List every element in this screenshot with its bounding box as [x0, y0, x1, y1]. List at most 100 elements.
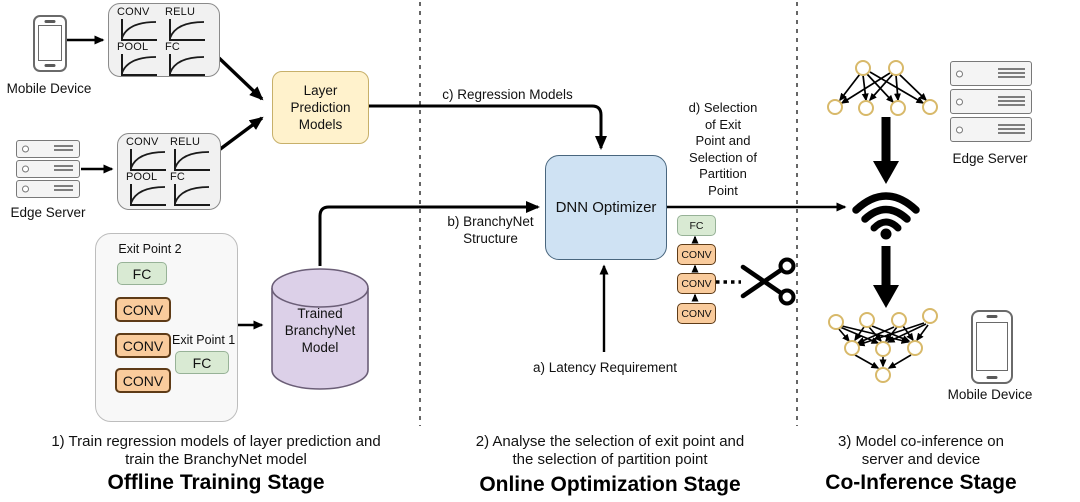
trained-model-line: Trained: [297, 306, 343, 321]
label-d-selection: d) Selection of Exit Point and Selection…: [663, 100, 783, 199]
partition-fc-box: FC: [677, 215, 716, 236]
label-b-branchynet-structure: b) BranchyNet Structure: [428, 213, 553, 247]
edge-server-label-right: Edge Server: [952, 151, 1028, 166]
profile-cell-fc: FC: [165, 42, 213, 77]
latency-curve-icon: [169, 19, 205, 41]
label-d-line: Selection of: [689, 149, 757, 165]
profile-cell-conv: CONV: [126, 137, 170, 172]
server-unit: [950, 117, 1032, 142]
mobile-device-label-right: Mobile Device: [947, 387, 1033, 402]
exit-point-1-label: Exit Point 1: [172, 333, 236, 347]
profile-label-pool: POOL: [117, 41, 149, 53]
profile-label-pool: POOL: [126, 171, 158, 183]
profile-cell-pool: POOL: [126, 172, 170, 207]
arrow-profile2-to-lpm: [217, 116, 264, 152]
label-a-latency-requirement: a) Latency Requirement: [532, 360, 678, 375]
partition-conv-box: CONV: [677, 273, 716, 294]
arrow-c-regression-models: [369, 104, 607, 150]
trained-model-line: BranchyNet: [284, 323, 356, 338]
latency-curve-icon: [130, 184, 166, 206]
mobile-device-label: Mobile Device: [6, 81, 92, 96]
arrow-server-model-to-wifi: [873, 117, 899, 184]
exit-point-2-label: Exit Point 2: [118, 242, 182, 256]
server-unit: [16, 180, 80, 198]
device-model-network-icon: [828, 308, 938, 383]
scissors-icon: [740, 257, 796, 306]
caption-line: 2) Analyse the selection of exit point a…: [475, 433, 745, 450]
layer-profile-box-mobile: CONV RELU POOL FC: [108, 3, 220, 77]
profile-cell-conv: CONV: [117, 7, 165, 42]
caption-line: 3) Model co-inference on: [838, 433, 1004, 450]
mobile-device-icon: [33, 15, 67, 72]
profile-cell-pool: POOL: [117, 42, 165, 77]
layer-profile-box-server: CONV RELU POOL FC: [117, 133, 221, 210]
phone-speaker: [986, 315, 998, 318]
edge-server-icon: [16, 140, 80, 200]
layer-prediction-models-line: Layer: [303, 83, 338, 98]
server-unit: [16, 140, 80, 158]
profile-label-relu: RELU: [165, 6, 196, 18]
server-unit: [16, 160, 80, 178]
layer-prediction-models-line: Prediction: [290, 100, 351, 115]
coinference-caption: 3) Model co-inference on server and devi…: [810, 433, 1032, 468]
dnn-optimizer-box: DNN Optimizer: [545, 155, 667, 260]
server-model-network-icon: [827, 60, 938, 116]
caption-line: the selection of partition point: [512, 450, 708, 468]
branchynet-fc-exit2-box: FC: [117, 262, 167, 285]
profile-label-conv: CONV: [126, 136, 159, 148]
latency-curve-icon: [169, 54, 205, 76]
label-b-line: Structure: [463, 231, 518, 246]
edge-server-icon-right: [950, 61, 1032, 145]
latency-curve-icon: [121, 54, 157, 76]
profile-label-fc: FC: [170, 171, 186, 183]
profile-cell-relu: RELU: [170, 137, 214, 172]
partition-conv-box: CONV: [677, 303, 716, 324]
wifi-icon: [852, 192, 920, 240]
edge-server-label: Edge Server: [10, 205, 86, 220]
phone-speaker: [44, 20, 56, 23]
caption-line: 1) Train regression models of layer pred…: [51, 433, 381, 450]
label-c-regression-models: c) Regression Models: [442, 87, 573, 102]
offline-stage-title: Offline Training Stage: [107, 471, 325, 494]
label-d-line: d) Selection: [688, 100, 758, 115]
label-d-line: Partition: [699, 166, 747, 181]
caption-line: train the BranchyNet model: [125, 450, 307, 468]
coinference-stage-title: Co-Inference Stage: [825, 471, 1017, 494]
phone-home-button: [44, 64, 56, 67]
arrow-wifi-to-device-model: [873, 246, 899, 308]
latency-curve-icon: [121, 19, 157, 41]
branchynet-conv-box: CONV: [115, 368, 171, 393]
caption-line: server and device: [861, 450, 981, 468]
label-d-line: of Exit: [704, 116, 742, 132]
label-b-line: b) BranchyNet: [447, 214, 534, 229]
latency-curve-icon: [174, 184, 210, 206]
server-unit: [950, 61, 1032, 86]
profile-label-fc: FC: [165, 41, 181, 53]
arrow-profile1-to-lpm: [217, 56, 264, 101]
online-caption: 2) Analyse the selection of exit point a…: [440, 433, 780, 468]
latency-curve-icon: [174, 149, 210, 171]
latency-curve-icon: [130, 149, 166, 171]
branchynet-structure-container: [95, 233, 238, 422]
branchynet-conv-box: CONV: [115, 297, 171, 322]
profile-cell-fc: FC: [170, 172, 214, 207]
layer-prediction-models-line: Models: [298, 117, 343, 132]
phone-screen: [38, 25, 62, 61]
profile-cell-relu: RELU: [165, 7, 213, 42]
offline-caption: 1) Train regression models of layer pred…: [8, 433, 424, 468]
phone-home-button: [986, 376, 998, 379]
server-unit: [950, 89, 1032, 114]
trained-branchynet-model-label: Trained BranchyNet Model: [272, 305, 368, 356]
online-stage-title: Online Optimization Stage: [479, 473, 741, 496]
partition-conv-box: CONV: [677, 244, 716, 265]
mobile-device-icon-right: [971, 310, 1013, 384]
label-d-line: Point: [708, 182, 738, 198]
phone-screen: [976, 322, 1008, 371]
profile-label-conv: CONV: [117, 6, 150, 18]
branchynet-fc-exit1-box: FC: [175, 351, 229, 374]
profile-label-relu: RELU: [170, 136, 201, 148]
layer-prediction-models-box: Layer Prediction Models: [272, 71, 369, 144]
trained-model-line: Model: [301, 340, 339, 355]
label-d-line: Point and: [695, 133, 751, 148]
